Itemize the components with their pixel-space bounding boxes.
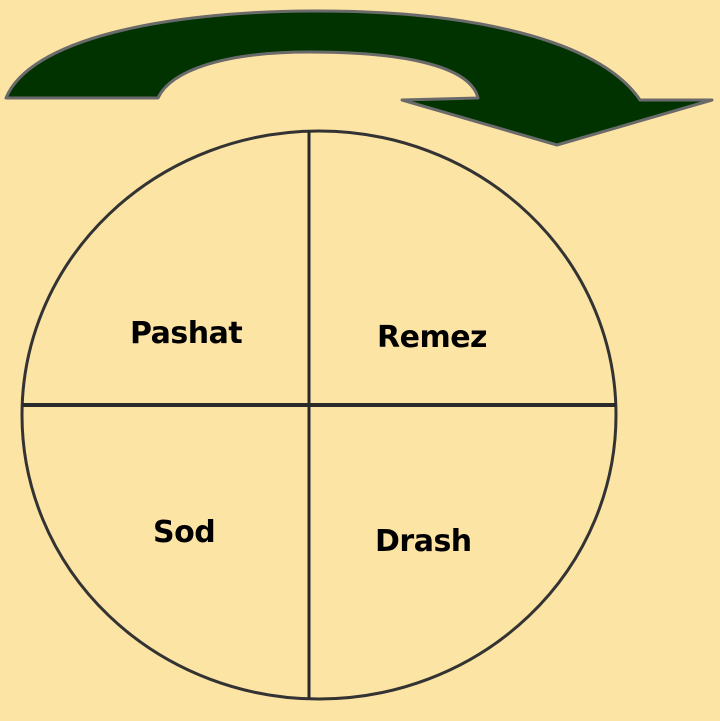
curved-arrow-icon — [4, 9, 714, 147]
quadrant-label-sod: Sod — [153, 515, 216, 550]
quadrant-circle — [20, 129, 618, 701]
quadrant-label-remez: Remez — [377, 320, 488, 355]
quadrant-label-drash: Drash — [375, 524, 472, 559]
quadrant-label-pashat: Pashat — [130, 316, 243, 351]
